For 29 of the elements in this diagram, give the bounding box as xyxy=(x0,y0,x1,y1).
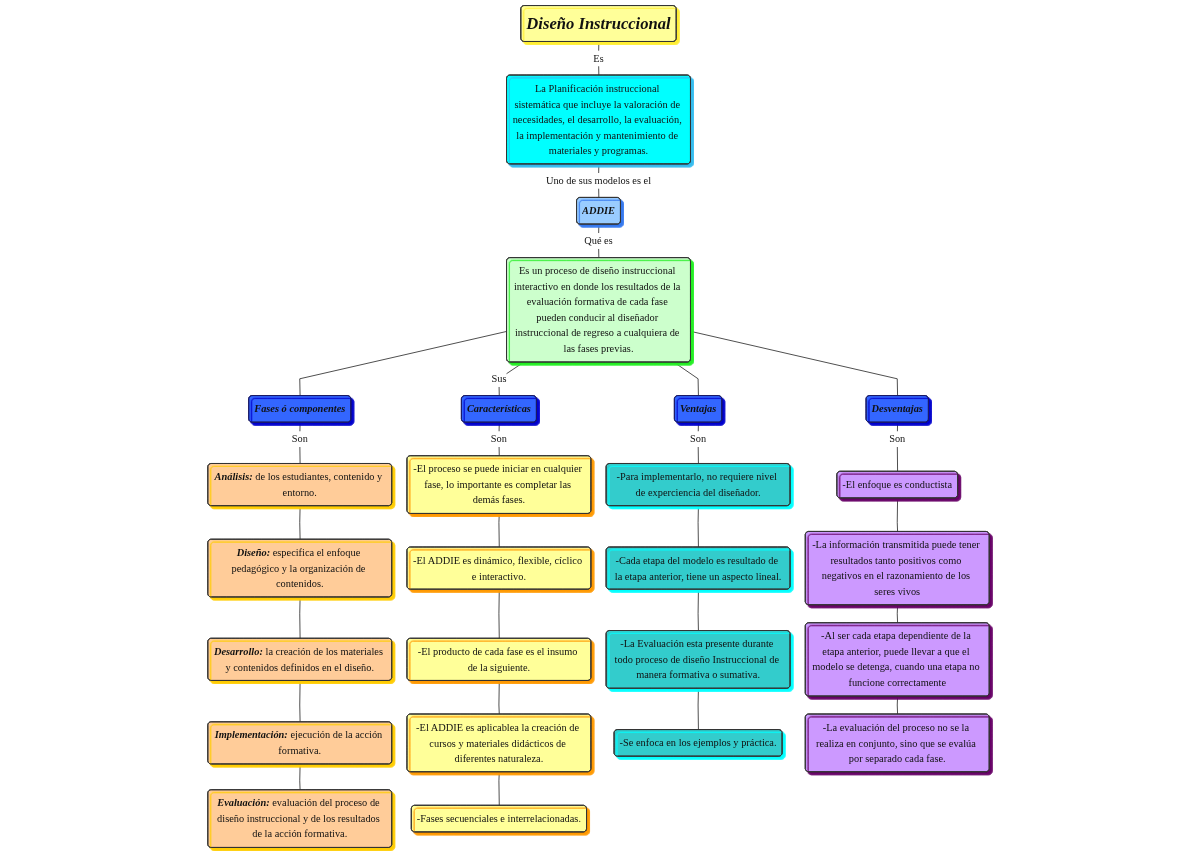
connector xyxy=(299,763,301,791)
edge-label: Son xyxy=(889,433,906,445)
connector xyxy=(498,680,500,715)
connector xyxy=(697,688,699,731)
connector xyxy=(896,422,898,472)
edge-label: Son xyxy=(690,433,707,445)
connector xyxy=(299,331,508,397)
edge-label: Son xyxy=(291,433,308,445)
edge-label: Es xyxy=(593,52,604,64)
connector xyxy=(299,505,301,540)
connector xyxy=(498,589,500,639)
connector xyxy=(896,604,898,624)
connector xyxy=(697,422,699,465)
edge-label: Uno de sus modelos es el xyxy=(545,174,652,187)
connector xyxy=(498,771,500,806)
connector xyxy=(697,505,699,548)
connector xyxy=(673,362,699,397)
edge-label: Sus xyxy=(491,373,507,385)
connector xyxy=(896,696,898,715)
connector xyxy=(299,596,301,639)
connector xyxy=(498,513,500,548)
edge-label: Son xyxy=(490,433,507,445)
connector xyxy=(498,422,500,457)
connector xyxy=(690,331,898,397)
connector xyxy=(498,362,524,397)
connector xyxy=(896,497,898,533)
connector xyxy=(299,680,301,723)
edge-label: Qué es xyxy=(584,235,613,247)
connector xyxy=(697,589,699,632)
